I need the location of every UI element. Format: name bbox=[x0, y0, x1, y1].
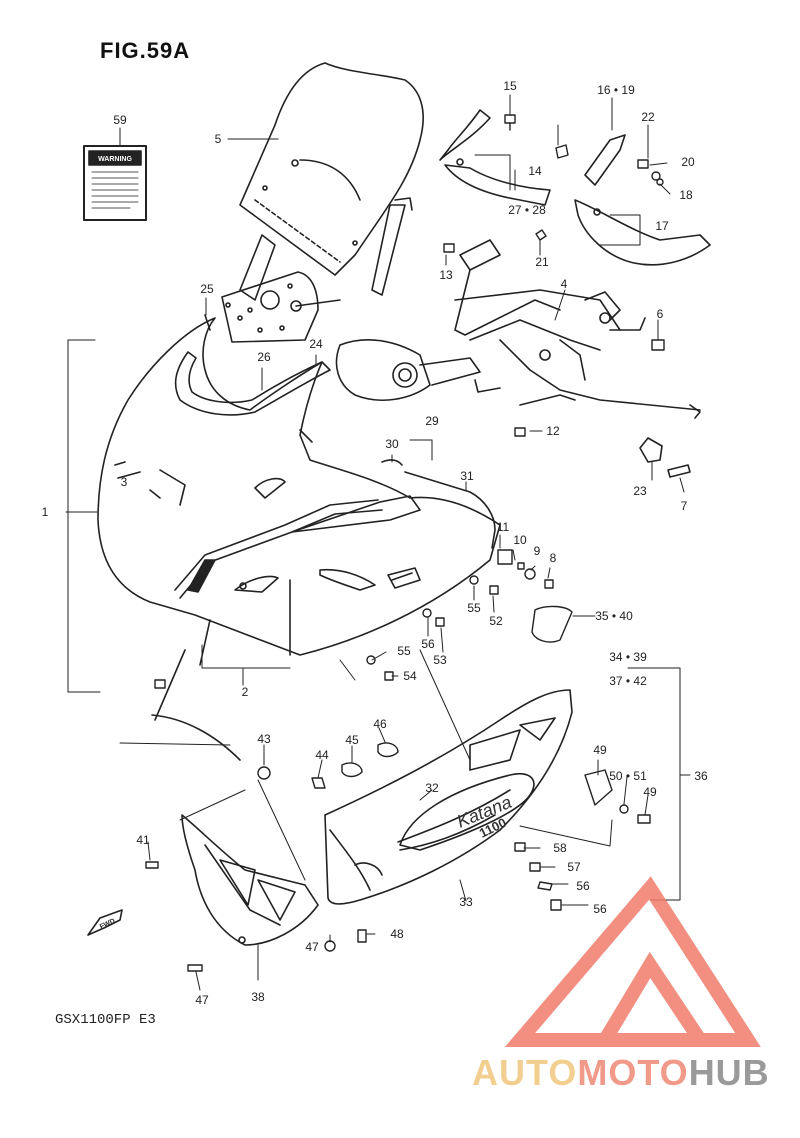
callout-label: 17 bbox=[655, 219, 669, 233]
callout-label: 58 bbox=[553, 841, 567, 855]
side-bracket-17 bbox=[574, 134, 711, 266]
callout-label: 13 bbox=[439, 268, 453, 282]
callout-label: 2 bbox=[242, 685, 249, 699]
callout-label: 8 bbox=[550, 551, 557, 565]
side-trim-30 bbox=[381, 459, 496, 549]
watermark-hub: HUB bbox=[688, 1052, 770, 1093]
callout-label: 55 bbox=[467, 601, 481, 615]
callout-label: 50 • 51 bbox=[609, 769, 647, 783]
callout-label: 30 bbox=[385, 437, 399, 451]
callout-label: 53 bbox=[433, 653, 447, 667]
inner-trim-29 bbox=[174, 351, 331, 416]
callout-label: 54 bbox=[403, 669, 417, 683]
side-bracket-14 bbox=[439, 109, 551, 206]
callout-label: 18 bbox=[679, 188, 693, 202]
cowling-bracket-4 bbox=[454, 239, 701, 419]
callout-label: 52 bbox=[489, 614, 503, 628]
model-code: GSX1100FP E3 bbox=[55, 1012, 156, 1028]
screen-bracket bbox=[239, 197, 413, 301]
callout-label: 59 bbox=[113, 113, 127, 127]
bolt-7 bbox=[667, 464, 691, 478]
callout-label: 16 • 19 bbox=[597, 83, 635, 97]
callout-label: 56 bbox=[593, 902, 607, 916]
emblem-shape bbox=[399, 773, 535, 851]
callout-label: 27 • 28 bbox=[508, 203, 546, 217]
callout-label: 49 bbox=[593, 743, 607, 757]
callout-label: 41 bbox=[136, 833, 150, 847]
warning-label-text: WARNING bbox=[98, 156, 132, 163]
callout-label: 47 bbox=[195, 993, 209, 1007]
callout-label: 47 bbox=[305, 940, 319, 954]
leader-lines bbox=[65, 94, 691, 991]
callout-label: 31 bbox=[460, 469, 474, 483]
figure-title: FIG.59A bbox=[100, 38, 191, 63]
callout-label: 1 bbox=[42, 505, 49, 519]
callout-label: 6 bbox=[657, 307, 664, 321]
callout-label: 5 bbox=[215, 132, 222, 146]
under-cowling-33 bbox=[151, 649, 241, 761]
meter-bracket bbox=[221, 271, 341, 343]
callout-label: 24 bbox=[309, 337, 323, 351]
watermark-text: AUTOMOTOHUB bbox=[472, 1052, 770, 1094]
callout-label: 43 bbox=[257, 732, 271, 746]
watermark-logo bbox=[504, 876, 761, 1047]
callout-label: 26 bbox=[257, 350, 271, 364]
callout-label: 25 bbox=[200, 282, 214, 296]
callout-label: 4 bbox=[561, 277, 568, 291]
callout-label: 11 bbox=[497, 520, 510, 534]
fasteners bbox=[145, 114, 665, 972]
callout-label: 21 bbox=[535, 255, 549, 269]
watermark-auto: AUTO bbox=[472, 1052, 578, 1093]
callout-label: 38 bbox=[251, 990, 265, 1004]
callout-label: 12 bbox=[546, 424, 560, 438]
windscreen-5 bbox=[239, 62, 424, 276]
callout-label: 7 bbox=[681, 499, 688, 513]
watermark-moto: MOTO bbox=[577, 1052, 689, 1093]
callout-label: 55 bbox=[397, 644, 411, 658]
callout-label: 46 bbox=[373, 717, 387, 731]
callout-label: 14 bbox=[528, 164, 542, 178]
lower-cowl-front bbox=[319, 567, 421, 591]
callout-label: 23 bbox=[633, 484, 647, 498]
front-cowling-1 bbox=[97, 317, 501, 666]
callout-label: 22 bbox=[641, 110, 655, 124]
callout-label: 44 bbox=[315, 748, 329, 762]
fwd-arrow-icon bbox=[87, 909, 123, 936]
callout-label: 56 bbox=[421, 637, 435, 651]
clamp-24 bbox=[639, 437, 663, 463]
callout-label: 3 bbox=[121, 475, 128, 489]
callout-label: 32 bbox=[425, 781, 439, 795]
under-cowling-43 bbox=[181, 814, 319, 946]
callout-label: 33 bbox=[459, 895, 473, 909]
callout-label: 49 bbox=[643, 785, 657, 799]
callout-label: 48 bbox=[390, 927, 404, 941]
warning-label-61 bbox=[83, 145, 147, 221]
callout-label: 20 bbox=[681, 155, 695, 169]
callout-label: 34 • 39 bbox=[609, 650, 647, 664]
callout-label: 36 bbox=[694, 769, 708, 783]
callout-label: 56 bbox=[576, 879, 590, 893]
callout-label: 10 bbox=[513, 533, 527, 547]
callout-label: 37 • 42 bbox=[609, 674, 647, 688]
headlight-unit bbox=[335, 339, 501, 401]
callout-label: 29 bbox=[425, 414, 439, 428]
trim-strip-25 bbox=[204, 314, 211, 331]
callout-label: 35 • 40 bbox=[595, 609, 633, 623]
callout-label: 57 bbox=[567, 860, 581, 874]
callout-label: 45 bbox=[345, 733, 359, 747]
side-cowling-34 bbox=[324, 689, 573, 905]
callout-label: 15 bbox=[503, 79, 517, 93]
callout-label: 9 bbox=[534, 544, 541, 558]
